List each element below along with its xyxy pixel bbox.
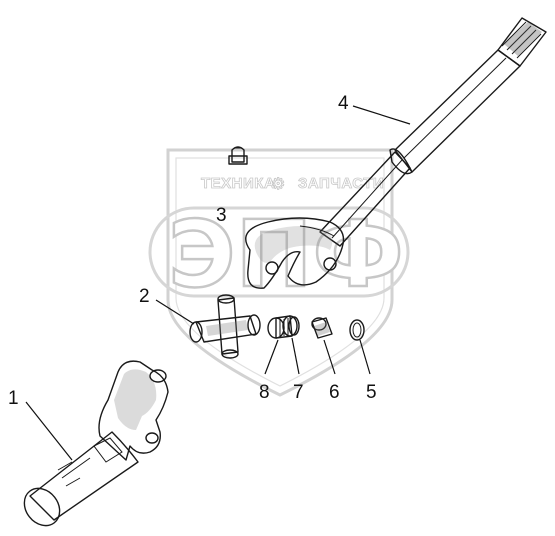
- shaft-yoke-assembly: [245, 17, 547, 289]
- leader-2: [155, 299, 195, 325]
- bearing-cup: [311, 317, 333, 339]
- needle-bearing: [267, 315, 298, 339]
- leader-1: [25, 401, 73, 461]
- callout-3: 3: [216, 205, 227, 226]
- callout-8: 8: [259, 382, 270, 403]
- leader-4: [352, 105, 411, 125]
- leader-6: [323, 339, 336, 375]
- gear-icon: ⚙: [271, 174, 285, 193]
- callouts: 1 2 3 4 5 6 7 8: [8, 93, 377, 409]
- callout-6: 6: [329, 382, 340, 403]
- universal-joint-cross: [189, 294, 261, 359]
- watermark-shield: [166, 148, 394, 397]
- seal-ring: [288, 316, 300, 336]
- callout-4: 4: [338, 93, 349, 114]
- grease-fitting: [228, 146, 248, 165]
- leader-lines: [25, 105, 411, 461]
- watermark: ТЕХНИКА ⚙ ЗАПЧАСТИ ЭПФ: [148, 148, 410, 397]
- callout-1: 1: [8, 388, 19, 409]
- leader-5: [359, 339, 371, 375]
- callout-2: 2: [139, 286, 150, 307]
- leader-7: [291, 337, 300, 375]
- watermark-logo: ЭПФ: [168, 201, 404, 308]
- callout-5: 5: [366, 382, 377, 403]
- leader-8: [264, 339, 279, 375]
- watermark-right-text: ЗАПЧАСТИ: [298, 175, 384, 192]
- watermark-left-text: ТЕХНИКА: [201, 175, 275, 192]
- lower-shaft-yoke: [23, 360, 169, 527]
- snap-ring: [349, 319, 365, 341]
- callout-7: 7: [293, 382, 304, 403]
